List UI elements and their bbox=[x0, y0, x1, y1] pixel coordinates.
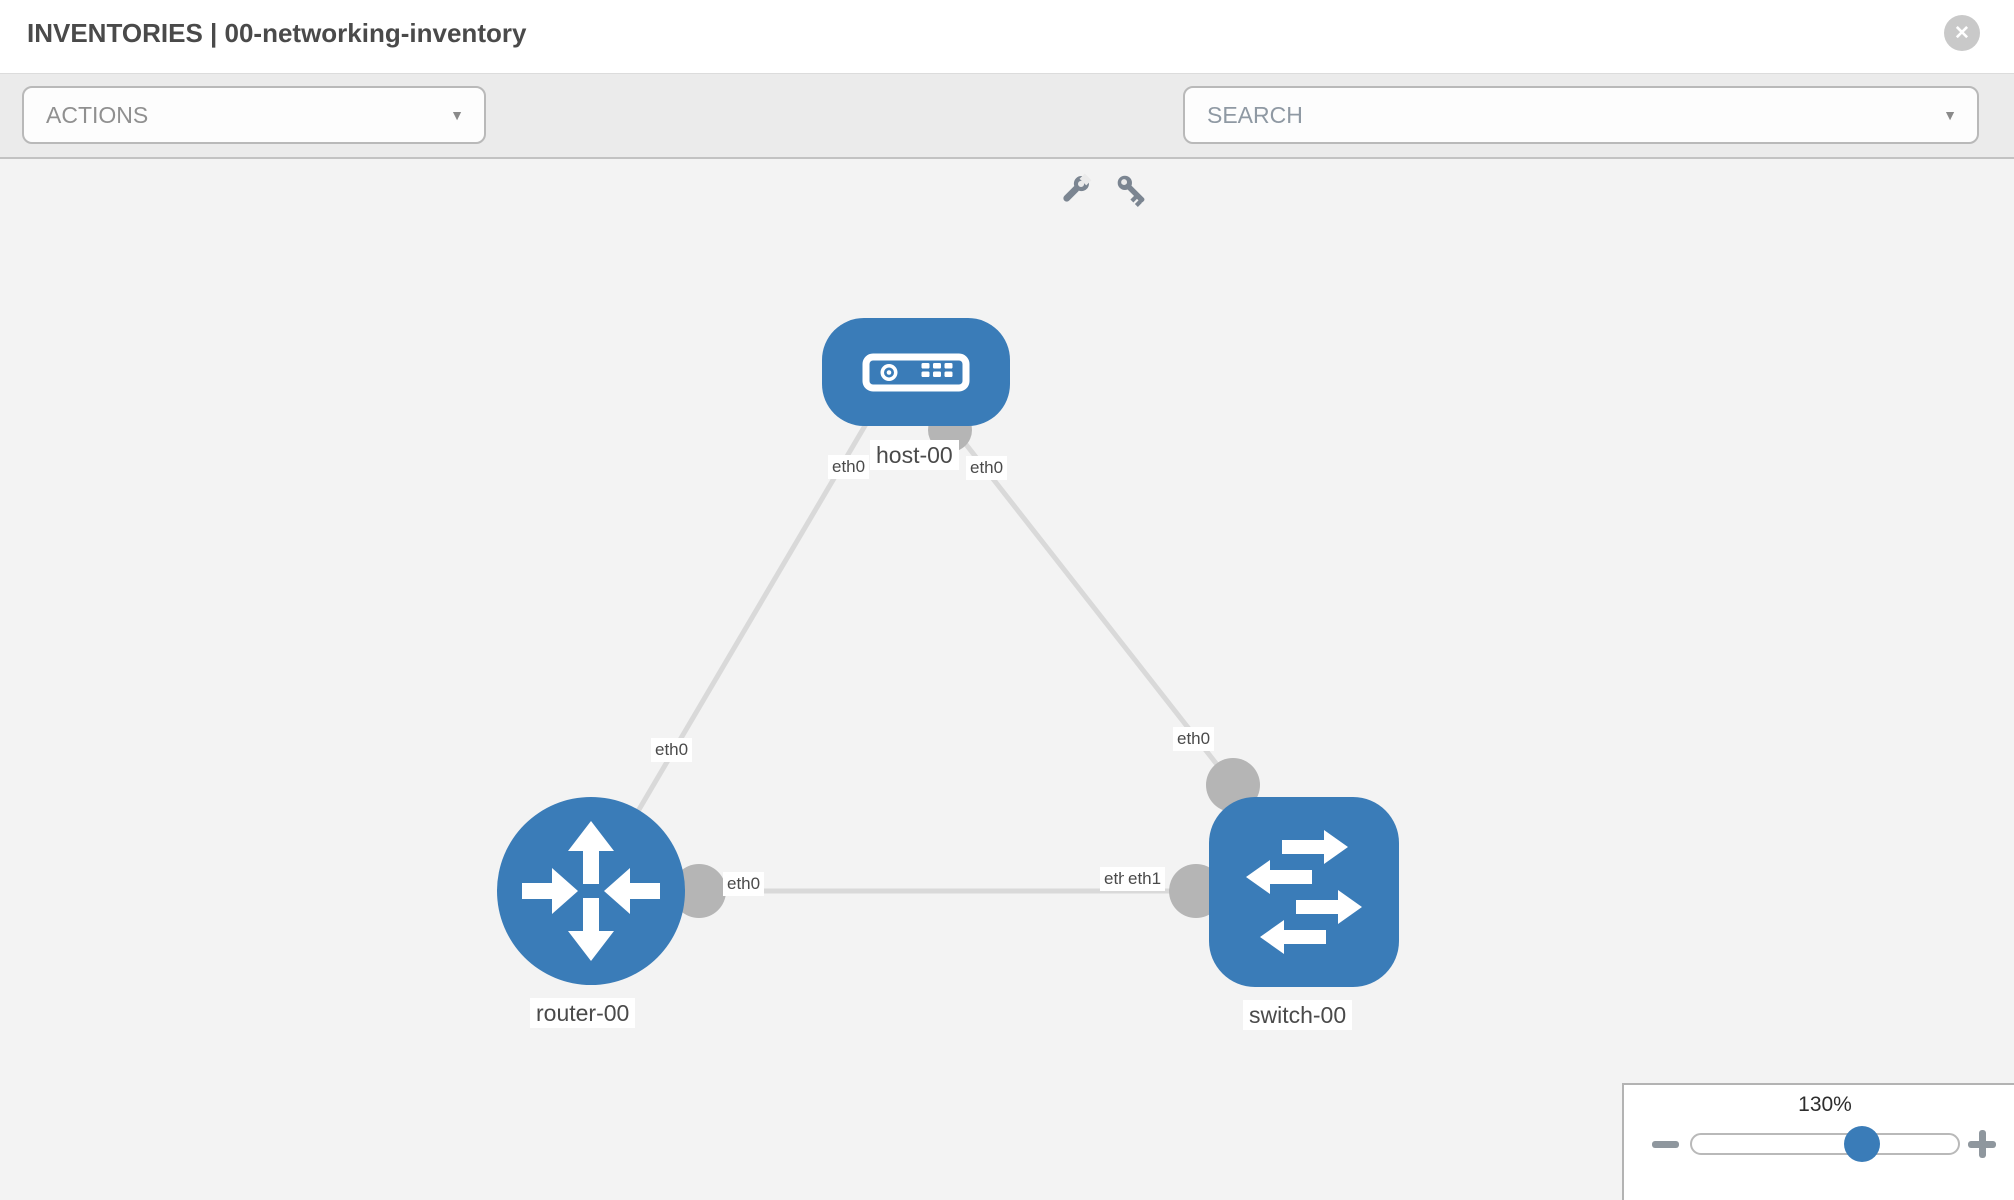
node-label-switch: switch-00 bbox=[1243, 1000, 1353, 1031]
toolbar: ACTIONS ▼ ▼ bbox=[0, 73, 2014, 207]
host-icon bbox=[862, 353, 970, 392]
actions-dropdown-label: ACTIONS bbox=[46, 101, 149, 128]
iface-label-host-to-router: eth0 bbox=[828, 455, 870, 479]
node-host[interactable] bbox=[822, 318, 1010, 426]
port-router-eth0 bbox=[672, 864, 726, 918]
zoom-slider-thumb[interactable] bbox=[1844, 1126, 1881, 1162]
node-switch[interactable] bbox=[1209, 797, 1399, 987]
zoom-control-panel: 130% bbox=[1622, 1083, 2014, 1200]
iface-label-router-end-link3: eth0 bbox=[723, 872, 765, 896]
plus-vbar bbox=[1978, 1130, 1986, 1158]
iface-label-switch-end-link3: eth1 bbox=[1124, 867, 1166, 891]
iface-label-router-end-link1: eth0 bbox=[651, 738, 693, 762]
wrench-icon[interactable] bbox=[1053, 170, 1095, 212]
zoom-slider-track[interactable] bbox=[1690, 1126, 1960, 1162]
link-host-switch[interactable] bbox=[948, 422, 1235, 787]
iface-label-host-to-switch: eth0 bbox=[966, 456, 1008, 480]
zoom-in-plus-icon[interactable] bbox=[1968, 1130, 1996, 1158]
actions-dropdown[interactable]: ACTIONS ▼ bbox=[22, 86, 486, 144]
zoom-level-label: 130% bbox=[1798, 1093, 1852, 1116]
chevron-down-icon: ▼ bbox=[1943, 107, 1957, 123]
router-icon bbox=[522, 821, 660, 961]
search-input[interactable] bbox=[1207, 101, 1944, 129]
key-icon[interactable] bbox=[1112, 170, 1154, 212]
close-icon[interactable]: ✕ bbox=[1944, 15, 1980, 51]
node-label-router: router-00 bbox=[530, 998, 636, 1029]
node-label-host: host-00 bbox=[870, 440, 959, 471]
iface-label-switch-end-link2: eth0 bbox=[1173, 727, 1215, 751]
node-router[interactable] bbox=[497, 797, 685, 985]
search-dropdown[interactable]: ▼ bbox=[1183, 86, 1979, 144]
chevron-down-icon: ▼ bbox=[450, 107, 464, 123]
page-title: INVENTORIES | 00-networking-inventory bbox=[27, 18, 527, 48]
switch-icon bbox=[1246, 830, 1362, 954]
header-bar: INVENTORIES | 00-networking-inventory ✕ bbox=[0, 0, 2014, 73]
zoom-out-minus-icon[interactable] bbox=[1652, 1141, 1679, 1148]
